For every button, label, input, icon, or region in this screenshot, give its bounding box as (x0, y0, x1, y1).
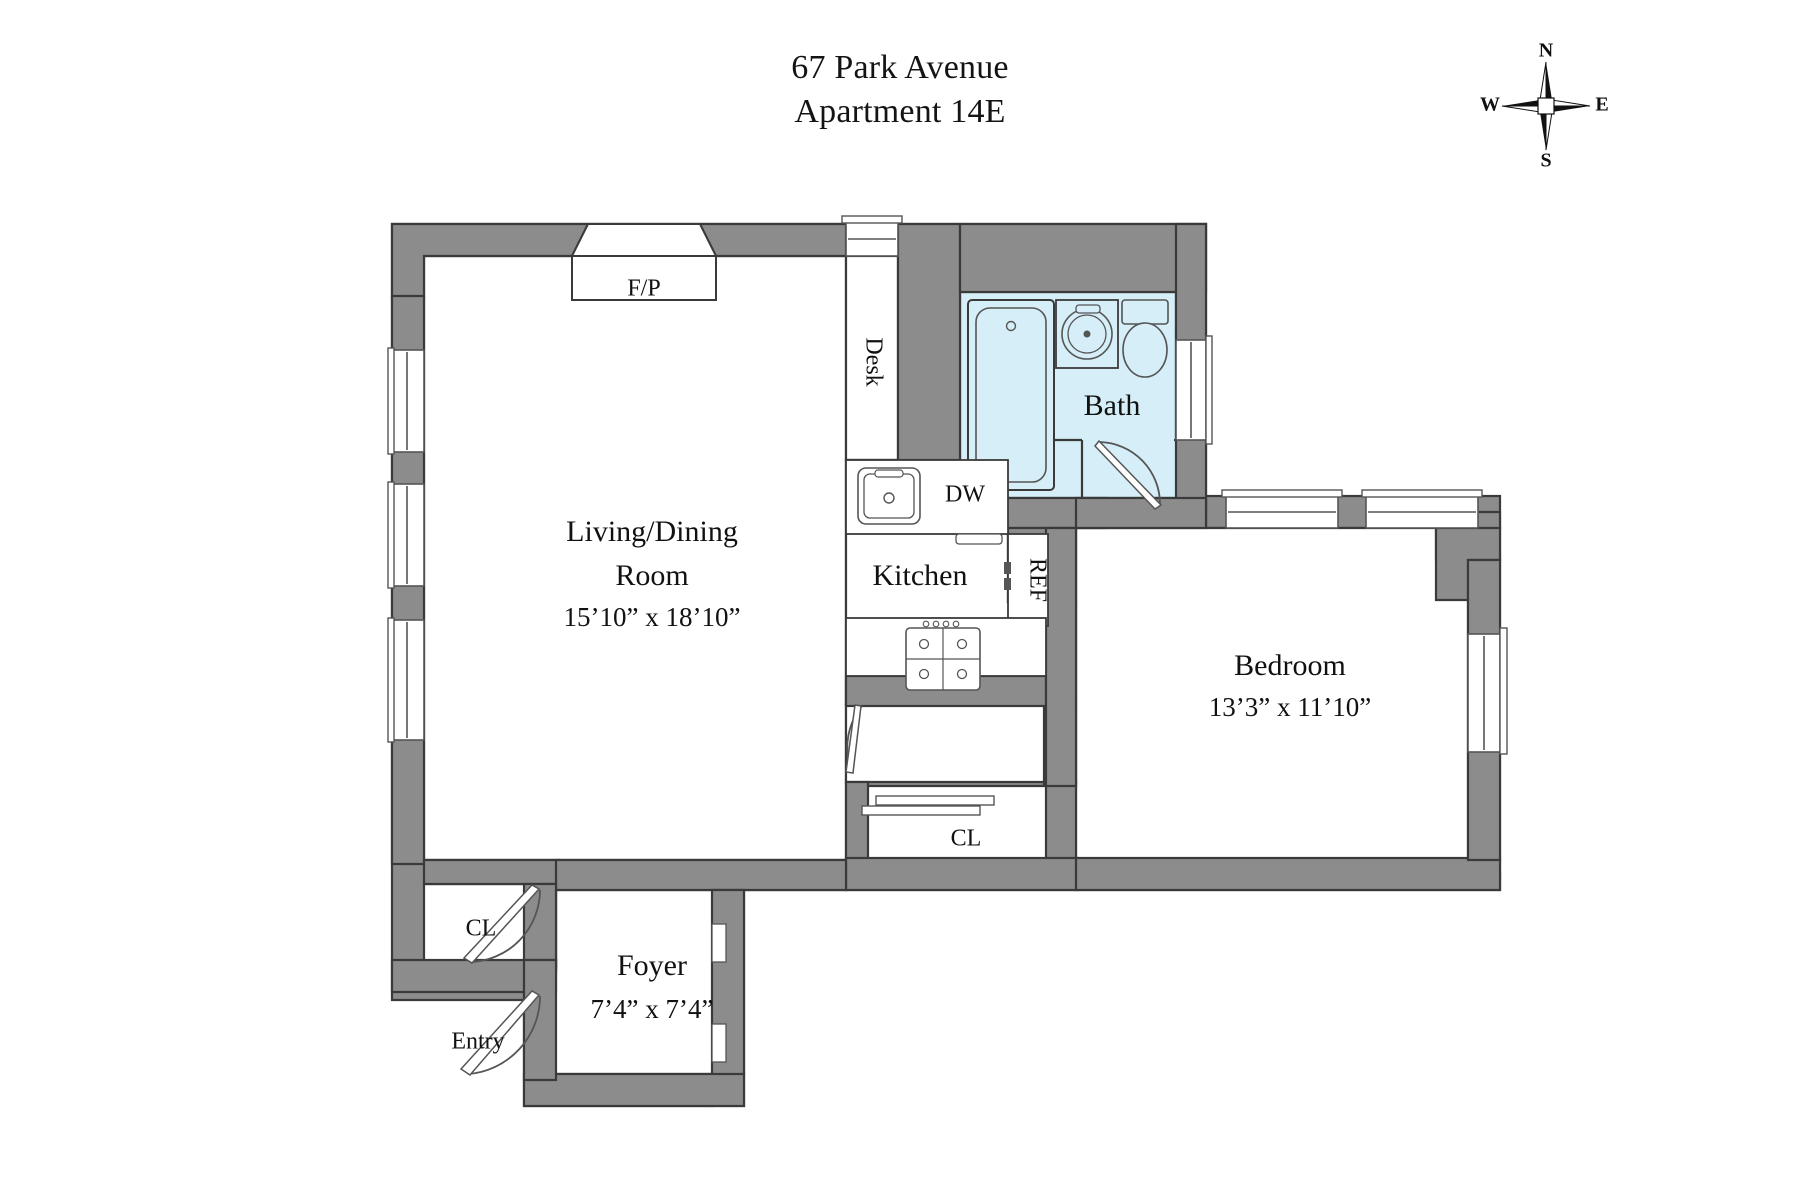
foyer-label: Foyer (617, 949, 687, 982)
kitchen-label: Kitchen (873, 559, 968, 592)
window-bath-east (1175, 335, 1213, 445)
door-entry[interactable] (459, 990, 541, 1076)
faucet-icon (1075, 304, 1101, 314)
compass-label-s: S (1540, 150, 1551, 172)
toilet (1121, 299, 1169, 378)
refrigerator-handle-icon-2 (1004, 578, 1011, 590)
wall-entry-west (522, 958, 558, 1082)
entry-label: Entry (451, 1029, 504, 1055)
window-living-west-1 (387, 347, 425, 455)
foyer-jamb-upper (711, 923, 727, 963)
wall-bedroom-west (1044, 526, 1078, 788)
refrigerator-label: REF (1024, 558, 1050, 602)
door-kitchen[interactable] (845, 704, 863, 774)
dishwasher-label: DW (945, 482, 985, 508)
refrigerator-handle-icon (1004, 562, 1011, 574)
desk-nook-label: Desk (860, 337, 886, 386)
wall-foyer-south (522, 1072, 746, 1108)
door-bath[interactable] (1094, 439, 1163, 510)
hall-closet-label: CL (951, 826, 982, 852)
window-bedroom-north-2 (1361, 489, 1483, 529)
floor-hall-outline (844, 702, 1078, 784)
window-living-west-3 (387, 617, 425, 743)
wall-living-south-left (422, 858, 562, 886)
wall-desk-east (896, 222, 962, 462)
window-bedroom-east (1467, 627, 1508, 755)
compass-hub (1537, 97, 1555, 115)
fireplace-label: F/P (627, 276, 660, 302)
kitchen-base-cabinet (955, 533, 1003, 545)
desk-label: Desk (860, 337, 886, 386)
range-cooktop (905, 620, 981, 691)
wall-kitchen-bedroom-top (1074, 496, 1208, 530)
kitchen-drain-icon (883, 492, 895, 504)
bedroom-label: Bedroom (1234, 649, 1346, 682)
compass-rose: N S E W (1478, 38, 1614, 174)
windows-group (387, 215, 1508, 755)
room-labels: Living/Dining Room 15’10” x 18’10” Bedro… (451, 389, 1371, 1055)
wall-bedroom-south (1074, 856, 1502, 892)
window-desk-north (841, 215, 903, 257)
bath-fixtures (967, 299, 1169, 510)
door-foyer-closet[interactable] (462, 884, 541, 964)
kitchen-fixtures: DW REF Kitchen (845, 459, 1051, 691)
wall-living-south-right (554, 858, 848, 892)
window-living-west-2 (387, 481, 425, 589)
compass-label-n: N (1539, 40, 1554, 62)
living-dining-dimensions: 15’10” x 18’10” (564, 602, 741, 632)
bathroom-sink (1055, 299, 1119, 369)
compass-label-w: W (1480, 94, 1500, 116)
foyer-dimensions: 7’4” x 7’4” (591, 994, 714, 1024)
door-hall-closet[interactable] (861, 795, 995, 816)
bedroom-dimensions: 13’3” x 11’10” (1209, 692, 1371, 722)
kitchen-sink (857, 467, 921, 525)
living-dining-label-line1: Living/Dining (566, 515, 738, 548)
fireplace-firebox (570, 223, 718, 257)
toilet-tank (1121, 299, 1169, 325)
compass-label-e: E (1595, 94, 1608, 116)
bathtub (967, 299, 1055, 491)
bathtub-drain-icon (1005, 320, 1017, 332)
foyer-closet-label: CL (466, 916, 497, 942)
wall-hallcloset-south (844, 856, 1080, 892)
foyer-jamb-lower (711, 1023, 727, 1063)
sink-drain-icon (1083, 330, 1091, 338)
kitchen-faucet-icon (874, 469, 904, 478)
wall-north-bath (958, 222, 1208, 294)
window-bedroom-north-1 (1221, 489, 1343, 529)
living-dining-label-line2: Room (615, 559, 688, 592)
toilet-bowl (1122, 322, 1168, 378)
bath-label: Bath (1084, 389, 1141, 422)
fireplace-hearth: F/P (570, 223, 718, 302)
doors-group (459, 704, 995, 1076)
